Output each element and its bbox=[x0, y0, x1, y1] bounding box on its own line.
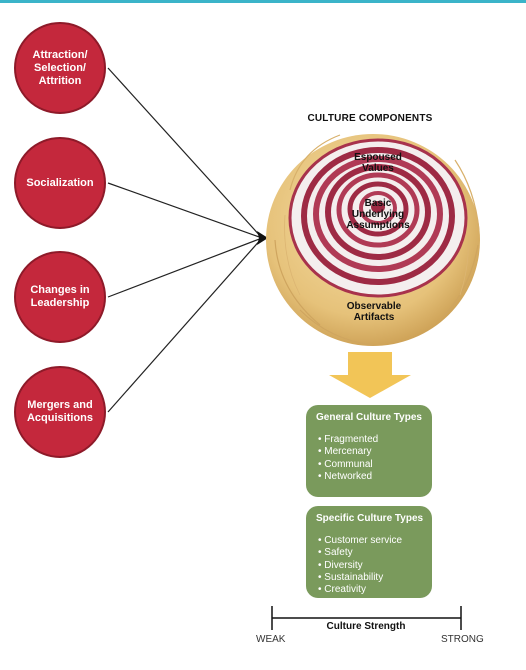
down-arrow bbox=[329, 352, 411, 398]
basic-assumptions-label: Basic Underlying Assumptions bbox=[346, 198, 410, 231]
list-item: Networked bbox=[318, 471, 424, 483]
convergence-arrowhead bbox=[257, 231, 268, 245]
specific-culture-types-list: Customer service Safety Diversity Sustai… bbox=[316, 535, 424, 596]
list-item: Sustainability bbox=[318, 572, 424, 584]
general-culture-types-title: General Culture Types bbox=[316, 412, 422, 423]
top-accent-line bbox=[0, 0, 526, 3]
list-item: Creativity bbox=[318, 584, 424, 596]
list-item: Mercenary bbox=[318, 446, 424, 458]
list-item: Fragmented bbox=[318, 434, 424, 446]
influence-attraction-circle: Attraction/ Selection/ Attrition bbox=[14, 22, 106, 114]
connector-line-mergers bbox=[107, 237, 263, 413]
general-culture-types-list: Fragmented Mercenary Communal Networked bbox=[316, 434, 424, 483]
culture-components-title: CULTURE COMPONENTS bbox=[307, 113, 433, 124]
connector-line-socialization bbox=[107, 182, 263, 239]
specific-culture-types-box: Specific Culture Types Customer service … bbox=[306, 506, 432, 598]
list-item: Communal bbox=[318, 459, 424, 471]
list-item: Customer service bbox=[318, 535, 424, 547]
general-culture-types-box: General Culture Types Fragmented Mercena… bbox=[306, 405, 432, 497]
onion-graphic bbox=[266, 134, 480, 346]
influence-leadership-circle: Changes in Leadership bbox=[14, 251, 106, 343]
scale-strong-label: STRONG bbox=[441, 634, 484, 645]
list-item: Diversity bbox=[318, 560, 424, 572]
culture-strength-label: Culture Strength bbox=[326, 621, 406, 632]
connector-line-attraction bbox=[107, 67, 263, 239]
specific-culture-types-title: Specific Culture Types bbox=[316, 513, 424, 524]
espoused-values-label: Espoused Values bbox=[354, 152, 402, 174]
onion-labels: Espoused Values Basic Underlying Assumpt… bbox=[264, 130, 480, 350]
connector-line-leadership bbox=[107, 237, 263, 298]
influence-mergers-circle: Mergers and Acquisitions bbox=[14, 366, 106, 458]
list-item: Safety bbox=[318, 547, 424, 559]
influence-socialization-circle: Socialization bbox=[14, 137, 106, 229]
scale-weak-label: WEAK bbox=[256, 634, 286, 645]
observable-artifacts-label: Observable Artifacts bbox=[346, 301, 402, 323]
